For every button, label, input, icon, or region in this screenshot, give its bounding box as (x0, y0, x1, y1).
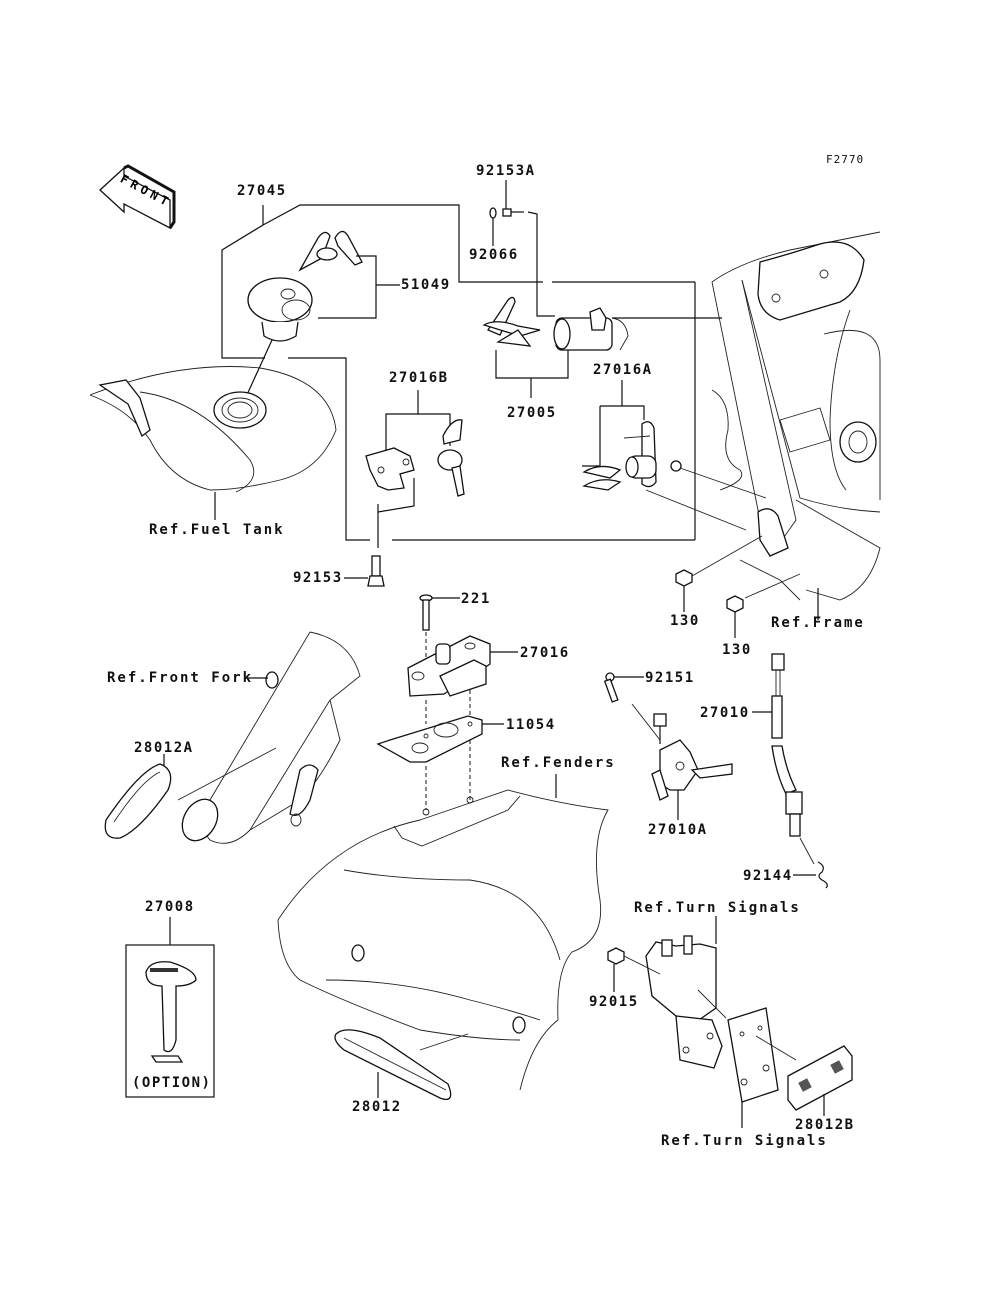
part-label-27016[interactable]: 27016 (520, 645, 570, 661)
switch-27010A (651, 713, 733, 820)
rear-fender (277, 774, 609, 1091)
lock-27016A (582, 380, 767, 531)
part-label-28012[interactable]: 28012 (352, 1099, 402, 1115)
bolt-92151 (603, 672, 661, 741)
reflector-28012 (334, 1029, 452, 1101)
front-arrow-icon (99, 164, 176, 230)
part-label-27016B[interactable]: 27016B (389, 370, 449, 386)
part-label-92144[interactable]: 92144 (743, 868, 793, 884)
frame (711, 231, 881, 620)
screw-92153A (502, 180, 555, 317)
ref-label-turn-signals-top[interactable]: Ref.Turn Signals (634, 900, 801, 916)
group-27045-outline (221, 204, 696, 541)
part-label-27045[interactable]: 27045 (237, 183, 287, 199)
screw-221 (419, 594, 460, 680)
part-label-27008[interactable]: 27008 (145, 899, 195, 915)
plate-11054 (376, 715, 504, 810)
washer-92066 (489, 207, 497, 246)
ref-label-frame[interactable]: Ref.Frame (771, 615, 865, 631)
part-label-51049[interactable]: 51049 (401, 277, 451, 293)
nut-130-b (726, 573, 801, 638)
part-label-27010[interactable]: 27010 (700, 705, 750, 721)
figure-code: F2770 (826, 153, 865, 166)
part-label-28012B[interactable]: 28012B (795, 1117, 855, 1133)
fuel-cap (239, 277, 313, 411)
spring-92144 (793, 861, 828, 889)
part-label-92153[interactable]: 92153 (293, 570, 343, 586)
option-key-box (125, 917, 215, 1098)
part-label-27005[interactable]: 27005 (507, 405, 557, 421)
ref-label-fuel-tank[interactable]: Ref.Fuel Tank (149, 522, 285, 538)
part-label-92153A[interactable]: 92153A (476, 163, 536, 179)
front-fork (177, 631, 361, 844)
reflector-28012A (104, 754, 172, 839)
ignition-switch-27005 (482, 296, 722, 398)
nut-130-a (675, 535, 763, 612)
ref-label-turn-signals-bottom[interactable]: Ref.Turn Signals (661, 1133, 828, 1149)
part-label-92015[interactable]: 92015 (589, 994, 639, 1010)
part-label-11054[interactable]: 11054 (506, 717, 556, 733)
ref-label-front-fork[interactable]: Ref.Front Fork (107, 670, 254, 686)
part-label-28012A[interactable]: 28012A (134, 740, 194, 756)
part-label-92066[interactable]: 92066 (469, 247, 519, 263)
part-label-27016A[interactable]: 27016A (593, 362, 653, 378)
nut-92015 (607, 947, 661, 992)
fuel-tank (89, 366, 337, 520)
bolt-92153 (344, 555, 385, 587)
part-label-92151[interactable]: 92151 (645, 670, 695, 686)
reflector-28012B (787, 1045, 853, 1116)
lock-27016 (407, 635, 518, 726)
ref-label-fenders[interactable]: Ref.Fenders (501, 755, 616, 771)
turn-signal-bracket (645, 916, 797, 1128)
part-label-27010A[interactable]: 27010A (648, 822, 708, 838)
part-label-221[interactable]: 221 (461, 591, 491, 607)
lock-27016B (365, 390, 465, 548)
fuel-cap-keys (298, 230, 400, 319)
ignition-key-icon (145, 961, 197, 1063)
part-label-130-b[interactable]: 130 (722, 642, 752, 658)
part-label-130-a[interactable]: 130 (670, 613, 700, 629)
option-note: (OPTION) (132, 1075, 212, 1091)
switch-27010 (752, 653, 815, 865)
